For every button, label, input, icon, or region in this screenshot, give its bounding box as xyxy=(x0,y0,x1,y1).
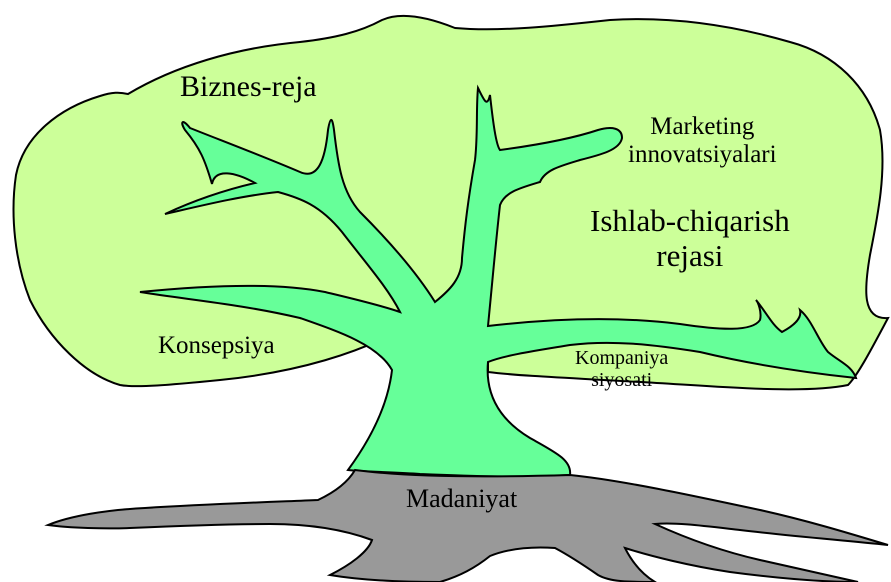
label-biznes-reja: Biznes-reja xyxy=(180,70,317,104)
label-ishlab-line2: rejasi xyxy=(590,239,790,274)
label-ishlab-line1: Ishlab-chiqarish xyxy=(590,204,790,239)
label-kompaniya-siyosati: Kompaniya siyosati xyxy=(575,347,668,392)
label-ishlab-chiqarish-rejasi: Ishlab-chiqarish rejasi xyxy=(590,204,790,273)
label-kompaniya-line1: Kompaniya xyxy=(575,347,668,369)
label-marketing-line1: Marketing xyxy=(628,113,777,141)
label-marketing-innovatsiyalari: Marketing innovatsiyalari xyxy=(628,113,777,169)
label-marketing-line2: innovatsiyalari xyxy=(628,141,777,169)
label-kompaniya-line2: siyosati xyxy=(575,369,668,391)
label-madaniyat: Madaniyat xyxy=(406,484,517,513)
label-konsepsiya: Konsepsiya xyxy=(158,332,275,360)
